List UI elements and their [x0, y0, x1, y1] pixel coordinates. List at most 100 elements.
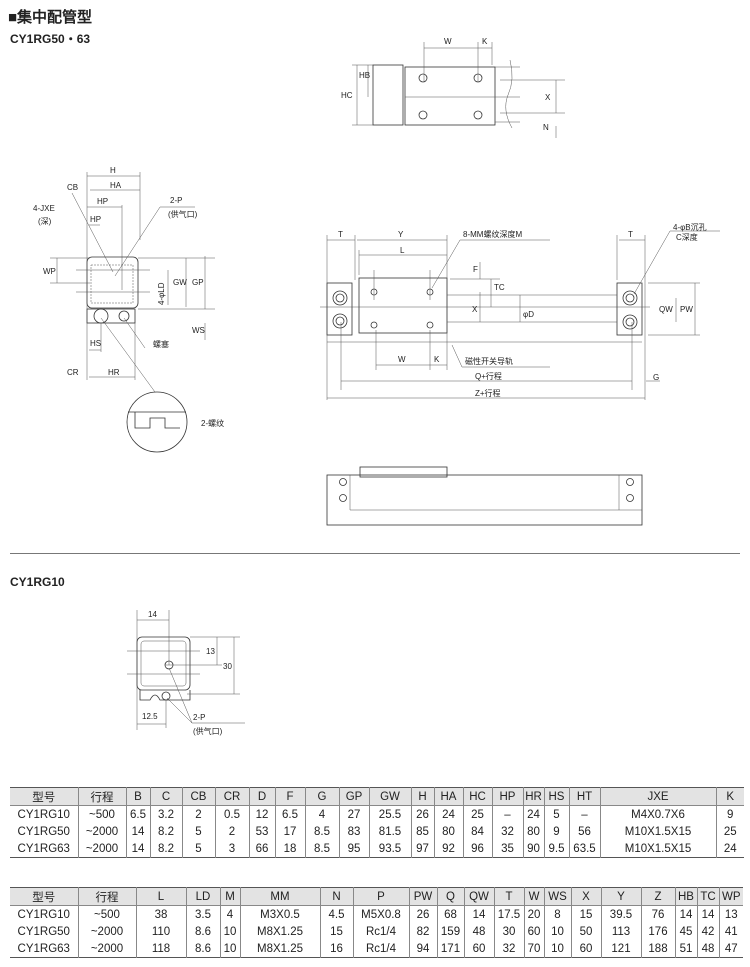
table-cell: 48: [463, 923, 494, 940]
table-cell: 9: [543, 823, 569, 840]
table-cell: 25: [715, 823, 744, 840]
table-cell: 9.5: [543, 840, 569, 858]
label-2-P: 2-P: [170, 196, 182, 205]
column-header: F: [274, 787, 305, 806]
table-cell: 68: [436, 905, 464, 923]
column-header: HB: [674, 887, 697, 906]
table-cell: 13: [718, 905, 743, 923]
table-cell: 113: [600, 923, 641, 940]
table-cell: 118: [135, 940, 186, 958]
table-cell: 6.5: [125, 805, 150, 823]
column-header: 型号: [10, 787, 78, 806]
table-cell: CY1RG10: [17, 908, 70, 921]
column-header: MM: [239, 887, 320, 906]
label-air-supply: (供气口): [168, 209, 198, 219]
column-header: W: [523, 887, 544, 906]
dim-K: K: [482, 37, 488, 46]
table-cell: 60: [570, 940, 601, 958]
table-cell: ~2000: [77, 823, 126, 840]
table-cell: –: [491, 805, 523, 823]
table-cell: CY1RG63: [17, 942, 70, 955]
column-header: JXE: [599, 787, 716, 806]
table-cell: 171: [436, 940, 464, 958]
table-cell: 4: [219, 905, 240, 923]
table-cell: 76: [640, 905, 675, 923]
dim-4-LD: 4-φLD: [157, 282, 166, 305]
table-cell: ~500: [77, 905, 136, 923]
label-2-thread: 2-螺纹: [201, 418, 224, 428]
table-cell: 10: [543, 923, 571, 940]
table-cell: 9: [715, 805, 744, 823]
dim-GW: GW: [173, 278, 187, 287]
column-header: C: [149, 787, 182, 806]
front-view-drawing: T Y L 8-MM螺纹深度M F TC X φD T 4-φB沉孔 C深度 Q…: [320, 223, 720, 400]
label-plug: 螺塞: [153, 339, 169, 349]
dim-HP-small: HP: [90, 215, 101, 224]
table-cell: 14: [125, 823, 150, 840]
table-cell: 80: [433, 823, 463, 840]
top-view-drawing: W K HB HC X N: [341, 37, 565, 138]
table-cell: 5: [543, 805, 569, 823]
dim-HR: HR: [108, 368, 120, 377]
table-cell: 8.5: [304, 823, 339, 840]
table-cell: M10X1.5X15: [599, 823, 716, 840]
table-cell: 83: [338, 823, 369, 840]
table-cell: 10: [543, 940, 571, 958]
table-cell: CY1RG10: [17, 808, 70, 821]
cy1rg10-drawing: 14 13 30 12.5 2-P (供气口): [127, 610, 245, 736]
table-cell: ~500: [77, 805, 126, 823]
side-view-drawing: H HA HP HP CB 4-JXE (深) 2-P (供气口) WP GW …: [33, 166, 224, 453]
technical-drawings: W K HB HC X N H HA HP HP CB 4-JXE (深) 2-…: [33, 37, 720, 736]
label-2-P: 2-P: [193, 713, 205, 722]
column-header: WP: [718, 887, 743, 906]
table-cell: CY1RG63: [17, 842, 70, 855]
table-cell: 26: [410, 805, 434, 823]
table-cell: 14: [463, 905, 494, 923]
table-cell: 32: [493, 940, 524, 958]
column-header: PW: [408, 887, 437, 906]
column-header: HP: [491, 787, 523, 806]
column-header: QW: [463, 887, 494, 906]
table-cell: 4: [304, 805, 339, 823]
table-cell: 24: [433, 805, 463, 823]
table-cell: 35: [491, 840, 523, 858]
column-header: B: [125, 787, 150, 806]
column-header: WS: [543, 887, 571, 906]
dim-Y: Y: [398, 230, 404, 239]
table-cell: 95: [338, 840, 369, 858]
table-cell: 48: [696, 940, 719, 958]
dim-HP: HP: [97, 197, 108, 206]
column-header: Y: [600, 887, 641, 906]
dim-X: X: [472, 305, 478, 314]
table-cell: 24: [715, 840, 744, 858]
column-header: HR: [522, 787, 544, 806]
table-cell: 24: [522, 805, 544, 823]
table-cell: 93.5: [368, 840, 411, 858]
label-switch-rail: 磁性开关导轨: [465, 356, 513, 366]
table-cell: 14: [125, 840, 150, 858]
dim-12-5: 12.5: [142, 712, 158, 721]
table-cell: 121: [600, 940, 641, 958]
table-cell: 51: [674, 940, 697, 958]
dim-N: N: [543, 123, 549, 132]
column-header: HC: [462, 787, 492, 806]
table-cell: M5X0.8: [352, 905, 409, 923]
column-header: L: [135, 887, 186, 906]
table-cell: 81.5: [368, 823, 411, 840]
table-cell: –: [568, 805, 600, 823]
table-cell: M8X1.25: [239, 923, 320, 940]
column-header: H: [410, 787, 434, 806]
table-cell: 66: [248, 840, 275, 858]
table-cell: 30: [493, 923, 524, 940]
table-cell: M3X0.5: [239, 905, 320, 923]
dim-30: 30: [223, 662, 232, 671]
bottom-view-drawing: [326, 466, 643, 526]
column-header: LD: [185, 887, 220, 906]
dim-T-right: T: [628, 230, 633, 239]
